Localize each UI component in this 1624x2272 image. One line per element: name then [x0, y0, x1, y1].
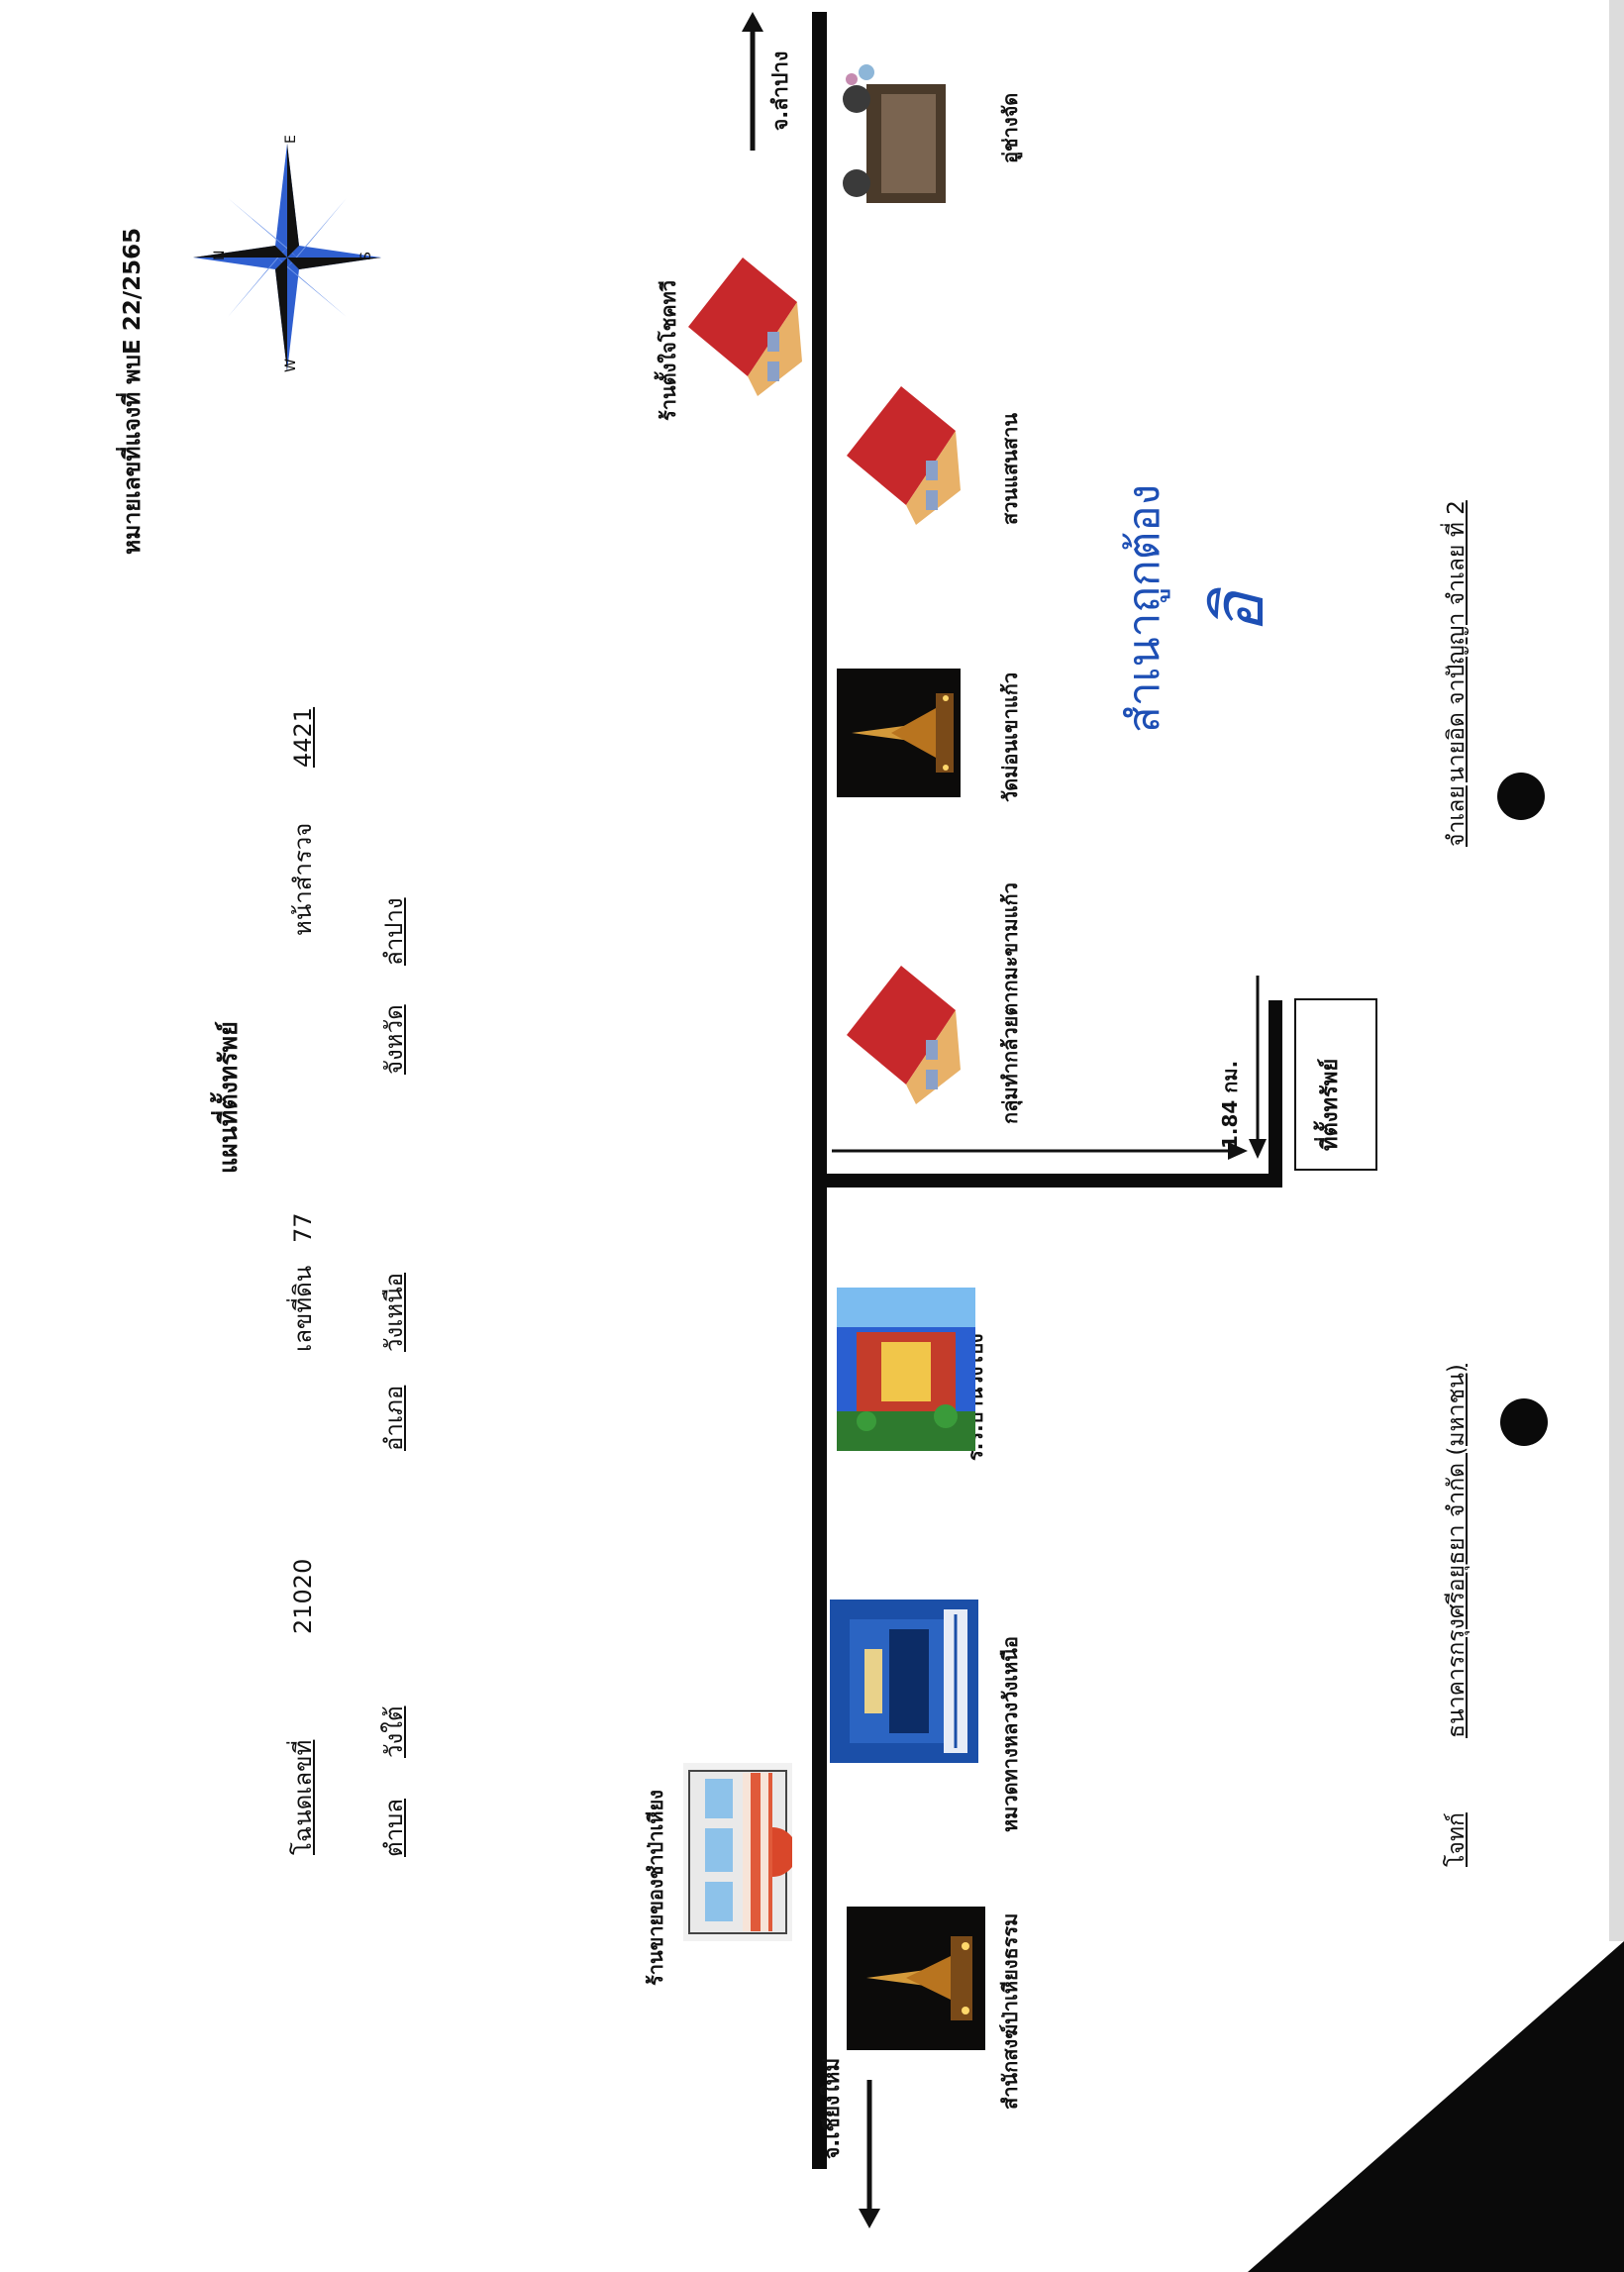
subdistrict: วังใต้ — [380, 1705, 408, 1759]
survey-number: 4421 — [289, 706, 317, 768]
distance-label: 1.84 กม. — [1218, 1060, 1242, 1149]
distance-down-arrow-icon — [1249, 976, 1267, 1159]
district: วังเหนือ — [380, 1272, 408, 1352]
land-number: 77 — [289, 1212, 317, 1243]
label-farm-house: สวนแสนสาน — [998, 413, 1022, 525]
compass-rose-icon: N S W E — [193, 135, 381, 372]
signature-mark: อิ — [1198, 591, 1279, 634]
label-police-station: หมวดทางหลวงวังเหนือ — [998, 1636, 1022, 1832]
distance-arrow-icon — [832, 1142, 1248, 1160]
car-repair-icon — [837, 54, 965, 233]
temple-left-photo — [847, 1907, 985, 2050]
survey-label: หน้าสำรวจ — [289, 822, 317, 936]
compass-west-label: W — [283, 359, 299, 372]
school-photo — [837, 1288, 975, 1451]
subdistrict-label: ตำบล — [380, 1798, 408, 1857]
arrow-to-chiangmai-icon — [859, 2080, 880, 2228]
compass-east-label: E — [283, 135, 299, 144]
deed-label: โฉนดเลขที่ — [289, 1739, 317, 1855]
property-location-box — [1294, 998, 1377, 1171]
group-house-icon — [837, 956, 965, 1114]
main-road — [812, 12, 827, 2169]
label-grocery-shop: ร้านขายของชำป่าเหียง — [644, 1790, 667, 1986]
compass-north-label: N — [212, 251, 228, 260]
punch-hole-bottom — [1500, 1398, 1548, 1446]
label-temple-right: วัดม่อนเขาแก้ว — [998, 671, 1022, 802]
certified-copy-stamp: สำเนาถูกต้อง — [1119, 483, 1169, 733]
police-station-photo — [830, 1600, 978, 1763]
map-title: แผนที่ตั้งทรัพย์ — [214, 1021, 243, 1174]
province-label: จังหวัด — [380, 1004, 408, 1075]
defendant-name: นายอิด จาปัญญา จำเลย ที่ 2 — [1444, 500, 1470, 782]
label-group-house: กลุ่มทำกล้วยตากมะขามแก้ว — [998, 882, 1022, 1124]
property-location-label: ที่ตั้งทรัพย์ — [1318, 1058, 1343, 1151]
compass-south-label: S — [358, 252, 374, 260]
label-temple-left: สำนักสงฆ์ป่าเหียงธรรม — [998, 1912, 1022, 2110]
deed-number: 21020 — [289, 1558, 317, 1634]
label-car-repair: อู่ช่างจัด — [998, 92, 1022, 163]
shop-right-top-icon — [678, 248, 807, 406]
arrow-to-lampang-icon — [742, 12, 763, 151]
plaintiff-label: โจทก์ — [1444, 1812, 1470, 1867]
label-to-chiangmai: จ.เชียงใหม่ — [820, 2057, 844, 2159]
province: ลำปาง — [380, 897, 408, 966]
right-edge-strip — [1609, 0, 1624, 1941]
farm-house-icon — [837, 376, 965, 535]
land-number-label: เลขที่ดิน — [289, 1265, 317, 1352]
defendant-label: จำเลย — [1444, 785, 1470, 847]
grocery-shop-icon — [683, 1763, 792, 1941]
label-shop-right-top: ร้านตั้งใจโชคทวี — [657, 280, 680, 421]
side-road-horizontal — [827, 1174, 1282, 1188]
district-label: อำเภอ — [380, 1385, 408, 1451]
page-corner-shadow — [1248, 1941, 1624, 2272]
temple-right-photo — [837, 669, 961, 797]
plaintiff-name: ธนาคารกรุงศรีอยุธยา จำกัด (มหาชน) — [1444, 1364, 1470, 1738]
punch-hole-top — [1497, 773, 1545, 820]
label-to-lampang: จ.ลำปาง — [768, 51, 792, 131]
reference-number: หมายเลขที่แจงที่ พบE 22/2565 — [120, 227, 146, 555]
side-road-vertical — [1269, 1000, 1282, 1184]
